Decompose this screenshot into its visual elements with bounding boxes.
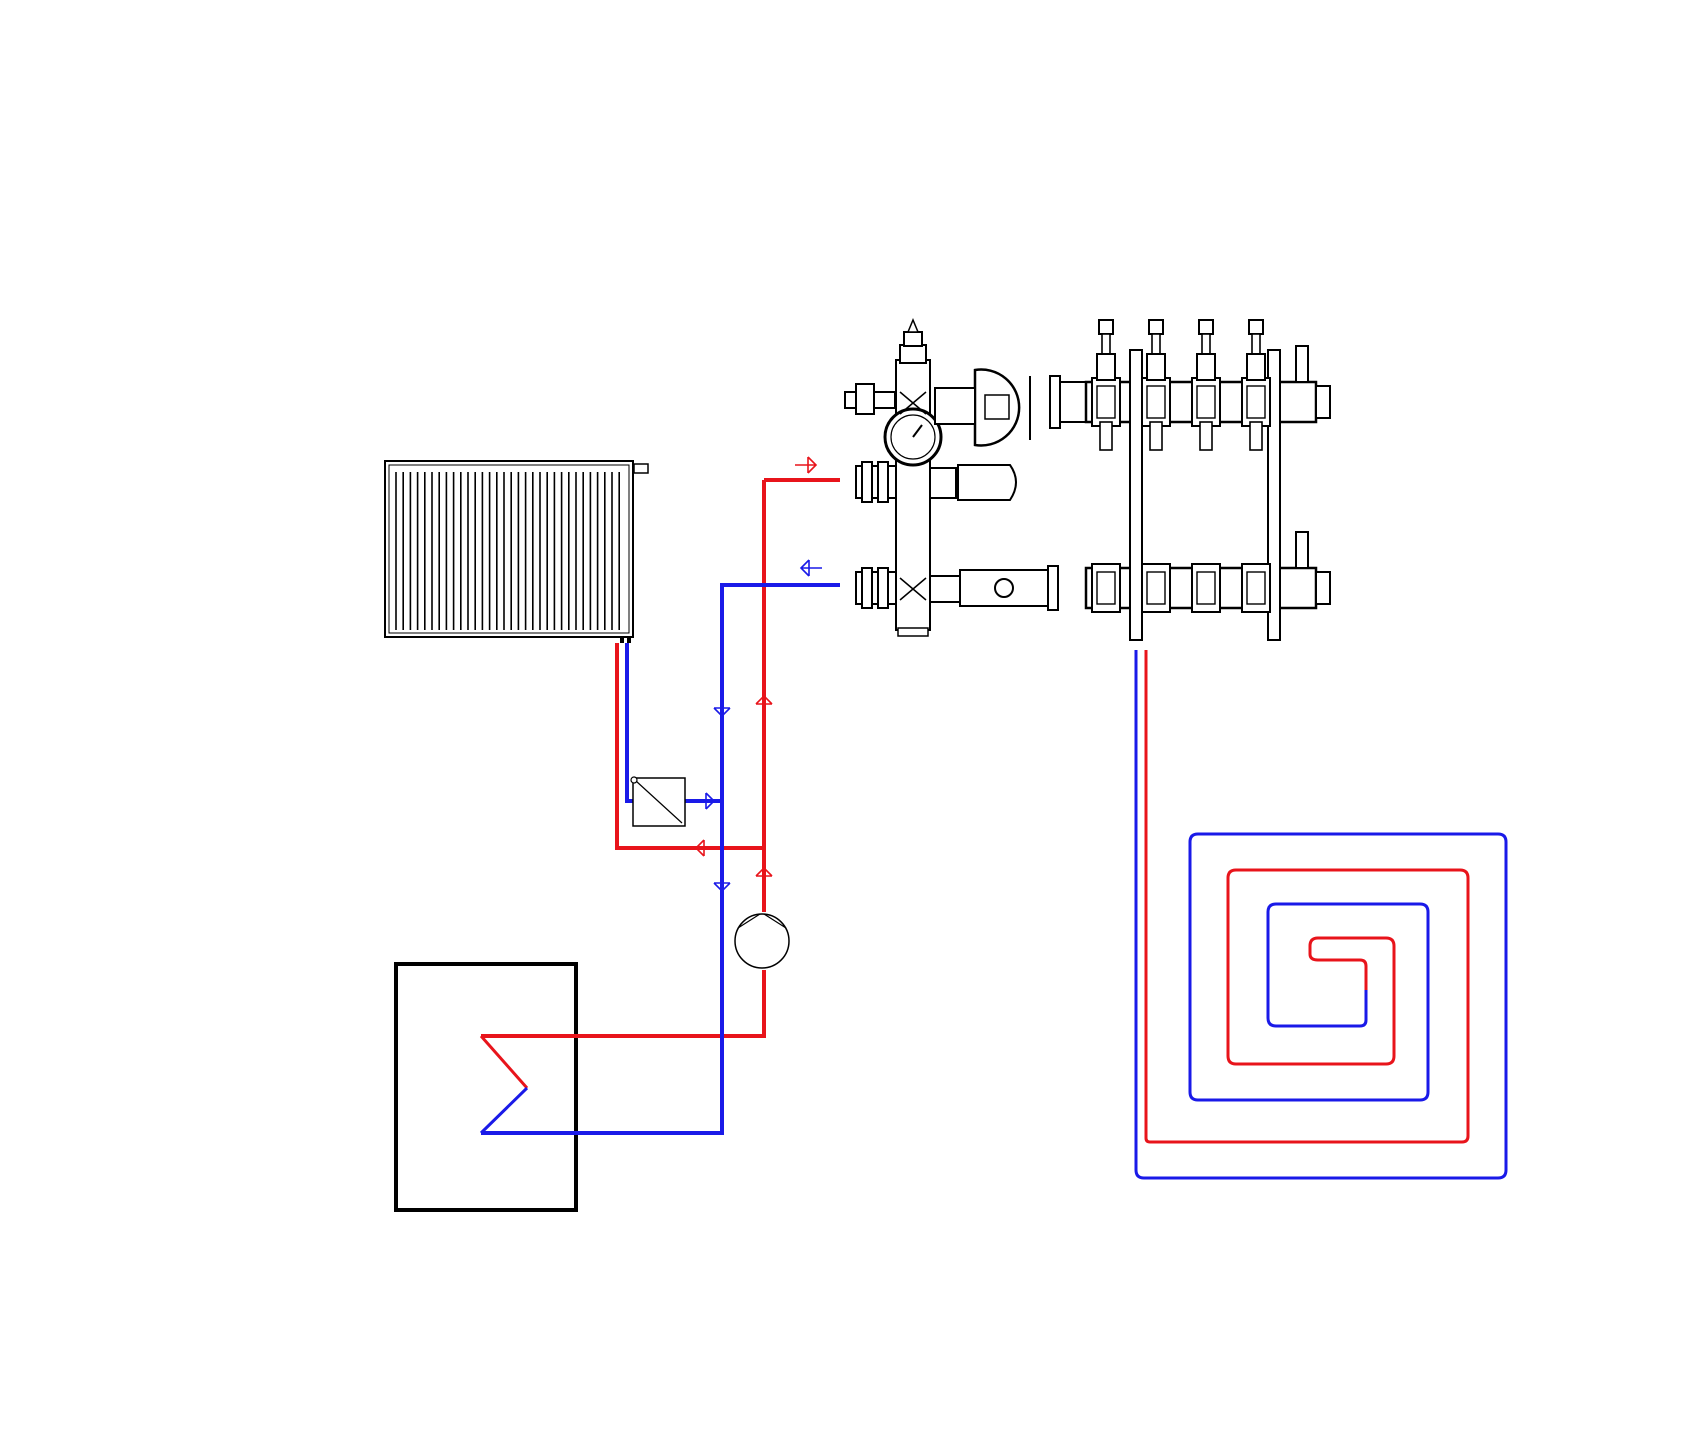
- panel-radiator-icon: [384, 460, 649, 643]
- mixing-valve-icon: [630, 776, 686, 827]
- underfloor-manifold-icon: [1084, 319, 1331, 641]
- underfloor-heating-loop-icon: [1134, 650, 1508, 1180]
- flow-direction-arrows: [694, 456, 822, 893]
- pump-symbol-icon: [734, 913, 790, 969]
- boiler-heat-exchanger-icon: [394, 962, 578, 1212]
- pump-mixing-group-icon: [844, 318, 1087, 637]
